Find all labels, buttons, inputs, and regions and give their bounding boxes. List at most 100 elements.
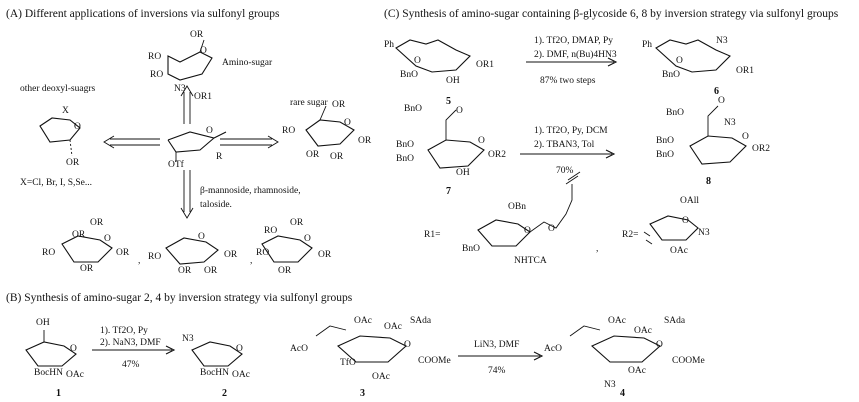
a-b3-ro-top: RO [264, 226, 278, 236]
arrow-c2-head [605, 149, 616, 159]
c7-bno-mid: BnO [396, 140, 414, 150]
a-top-ro2: RO [150, 70, 164, 80]
a-left-or: OR [66, 158, 80, 168]
a-b3-or-anom: OR [318, 250, 332, 260]
a-b1-or-bottom: OR [80, 264, 94, 274]
a-b2-or-2: OR [204, 266, 218, 276]
a-b1-or-2: OR [72, 230, 86, 240]
a-b2-or-anom: OR [224, 250, 238, 260]
compound-5-ring [395, 39, 471, 73]
b3-tfo: TfO [340, 358, 356, 368]
c5-oh: OH [446, 76, 460, 86]
a-right-or-top: OR [332, 100, 346, 110]
bottom-sugar-2 [165, 237, 219, 265]
b2-oac: OAc [232, 370, 250, 380]
b3-sada: SAda [410, 316, 432, 326]
c6-bno: BnO [662, 70, 680, 80]
b4-n3: N3 [604, 380, 616, 390]
b4-o: O [656, 340, 663, 350]
central-triflate-ring [167, 131, 227, 162]
a-b2-ro: RO [148, 252, 162, 262]
b2-bochn: BocHN [200, 368, 230, 378]
a-b1-o: O [104, 234, 111, 244]
c6-or1: OR1 [736, 66, 754, 76]
compound-7-ring [427, 109, 485, 169]
c5-o: O [414, 56, 421, 66]
c7-o-carbonyl: O [456, 106, 463, 116]
b4-oac-2: OAc [634, 326, 652, 336]
a-right-or-b1: OR [306, 150, 320, 160]
section-c-title: (C) Synthesis of amino-sugar containing … [384, 8, 839, 20]
b1-oh: OH [36, 318, 50, 328]
r1-bno: BnO [462, 244, 480, 254]
a-b1-or-top: OR [90, 218, 104, 228]
compound-3-label: 3 [360, 388, 365, 399]
section-b-title: (B) Synthesis of amino-sugar 2, 4 by inv… [6, 292, 353, 304]
c-r2-cond1: 1). Tf2O, Py, DCM [534, 126, 608, 136]
compound-1-ring [25, 330, 77, 367]
a-b3-o: O [304, 234, 311, 244]
mannoside-note-1: β-mannoside, rhamnoside, [200, 186, 301, 196]
compound-2-ring [191, 341, 243, 367]
c7-bno-top: BnO [404, 104, 422, 114]
a-center-o: O [206, 126, 213, 136]
r2-oac: OAc [670, 246, 688, 256]
b3-aco: AcO [290, 344, 308, 354]
c8-n3: N3 [724, 118, 736, 128]
b4-sada: SAda [664, 316, 686, 326]
arrow-b1-head [165, 345, 176, 355]
c5-or1: OR1 [476, 60, 494, 70]
c-r2-yield: 70% [556, 166, 574, 176]
b-r1-cond1: 1). Tf2O, Py [100, 326, 148, 336]
b3-oac-2: OAc [384, 322, 402, 332]
r2-label: R2= [622, 230, 639, 240]
b2-n3: N3 [182, 334, 194, 344]
double-arrow-down [180, 170, 194, 219]
r2-substituent [643, 215, 699, 245]
a-b2-or-1: OR [178, 266, 192, 276]
double-arrow-left [103, 135, 160, 149]
arrow-b2-head [533, 351, 544, 361]
compound-5-label: 5 [446, 96, 451, 107]
a-right-or-b2: OR [330, 152, 344, 162]
halide-note: X=Cl, Br, I, S,Se... [20, 178, 93, 188]
b4-oac-top: OAc [608, 316, 626, 326]
double-arrow-up [180, 85, 194, 124]
compound-3-ring [315, 325, 407, 363]
compound-2-label: 2 [222, 388, 227, 399]
b4-aco: AcO [544, 344, 562, 354]
b-r1-cond2: 2). NaN3, DMF [100, 338, 161, 348]
c7-oh: OH [456, 168, 470, 178]
c6-n3: N3 [716, 36, 728, 46]
c8-o-ring: O [742, 132, 749, 142]
r2-oall: OAll [680, 196, 699, 206]
a-center-r: R [216, 152, 223, 162]
bottom-sugar-3 [261, 235, 313, 263]
b1-bochn: BocHN [34, 368, 64, 378]
c6-o: O [676, 56, 683, 66]
r-comma: , [596, 244, 599, 254]
c7-bno-low: BnO [396, 154, 414, 164]
compound-4-label: 4 [620, 388, 625, 399]
b4-oac-bottom: OAc [628, 366, 646, 376]
a-top-or: OR [190, 30, 204, 40]
bottom-sugar-1 [61, 235, 113, 263]
b1-oac: OAc [66, 370, 84, 380]
c6-ph: Ph [642, 40, 653, 50]
a-right-ro: RO [282, 126, 296, 136]
a-top-o: O [200, 46, 207, 56]
other-deoxy-label: other deoxyl-suagrs [20, 84, 96, 94]
r1-o-link: O [548, 224, 555, 234]
c-r1-cond1: 1). Tf2O, DMAP, Py [534, 36, 614, 46]
a-b2-o: O [198, 232, 205, 242]
compound-8-ring [689, 105, 747, 165]
a-right-o: O [344, 118, 351, 128]
a-top-n3: N3 [174, 84, 186, 94]
compound-8-label: 8 [706, 176, 711, 187]
a-b3-or-bottom: OR [278, 266, 292, 276]
a-center-otf: OTf [168, 160, 184, 170]
c8-or2: OR2 [752, 144, 770, 154]
amino-sugar-ring [167, 39, 213, 81]
r1-substituent [477, 171, 581, 247]
